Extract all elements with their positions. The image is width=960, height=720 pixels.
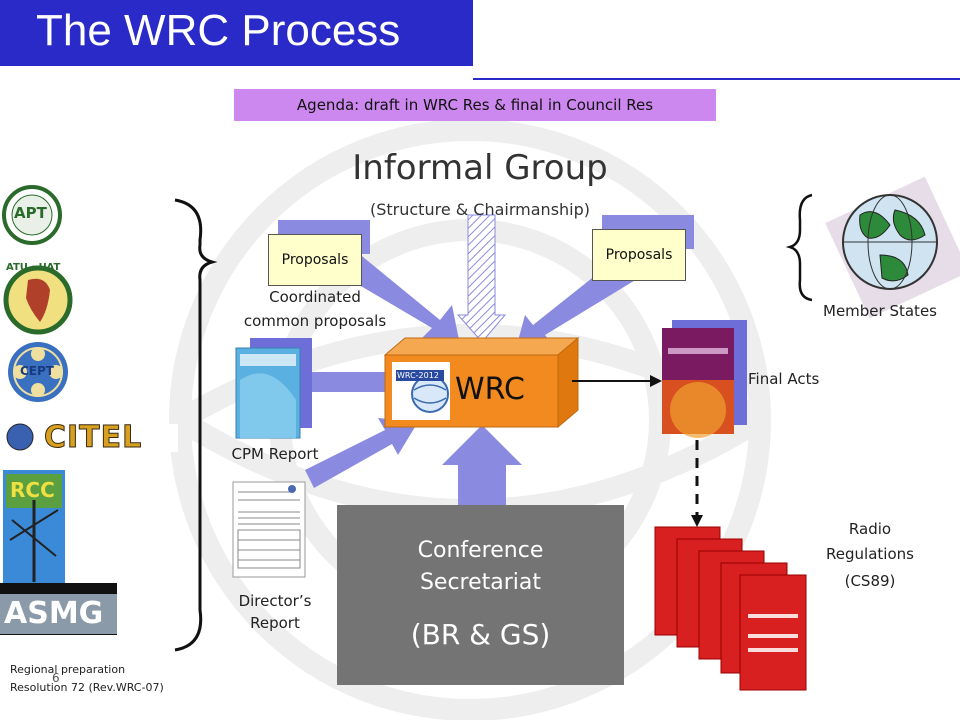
page-title: The WRC Process: [36, 6, 401, 55]
proposals-left: Proposals: [268, 234, 362, 286]
title-rule: [473, 78, 960, 80]
directors-report-label-line2: Report: [250, 614, 300, 632]
title-bar: [0, 0, 473, 66]
citel-logo: [6, 423, 178, 452]
informal-group-title: Informal Group: [352, 148, 608, 188]
coordinated-label-line1: Coordinated: [269, 288, 361, 306]
radio-regulations-books: [654, 526, 807, 691]
informal-group-subtitle: (Structure & Chairmanship): [369, 200, 591, 219]
page-number: 6: [52, 671, 60, 685]
right-brace: [785, 193, 813, 302]
secretariat-line3: (BR & GS): [410, 618, 551, 651]
dashed-arrow: [691, 440, 703, 527]
citel-logo-text: CITEL: [43, 420, 143, 456]
cept-logo: [8, 342, 68, 402]
conference-secretariat-box: [337, 505, 624, 685]
cpm-report-doc: [235, 338, 312, 439]
wrc-logo-text: WRC-2012: [397, 371, 439, 380]
apt-logo-text: APT: [14, 204, 47, 222]
cept-logo-text: CEPT: [20, 364, 54, 378]
directors-report-label-line1: Director’s: [238, 592, 312, 610]
left-brace: [174, 198, 218, 652]
asmg-logo-text: ASMG: [4, 596, 104, 631]
wrc-box: [383, 336, 580, 429]
secretariat-line1: Conference: [417, 538, 544, 563]
arrow-secretariat: [442, 425, 522, 510]
atu-logo-text: ATU · UAT: [6, 262, 61, 273]
radio-regulations-label-line2: Regulations: [826, 545, 914, 563]
cpm-report-label: CPM Report: [231, 445, 319, 463]
asmg-logo: [0, 583, 117, 635]
arrow-directors: [305, 418, 418, 488]
rcc-logo: [3, 470, 65, 585]
secretariat-line2: Secretariat: [419, 570, 542, 595]
final-acts-label: Final Acts: [748, 370, 820, 388]
radio-regulations-label-line1: Radio: [848, 520, 892, 538]
final-acts-book: [662, 320, 747, 438]
footer-resolution: Resolution 72 (Rev.WRC-07): [10, 681, 164, 694]
wrc-label: WRC: [455, 372, 525, 407]
apt-logo: [2, 185, 62, 245]
rcc-logo-text: RCC: [10, 478, 55, 502]
globe-icon: [825, 176, 960, 319]
arrow-to-final-acts: [572, 375, 662, 387]
footer-regional-preparation: Regional preparation: [10, 663, 126, 676]
proposals-right: Proposals: [592, 229, 686, 281]
agenda-banner: Agenda: draft in WRC Res & final in Coun…: [234, 89, 716, 121]
coordinated-label-line2: common proposals: [243, 312, 387, 330]
radio-regulations-label-line3: (CS89): [844, 572, 896, 590]
directors-report-doc: [232, 481, 306, 578]
hatched-arrow: [456, 214, 507, 343]
member-states-label: Member States: [823, 302, 937, 320]
atu-logo: [3, 265, 73, 335]
